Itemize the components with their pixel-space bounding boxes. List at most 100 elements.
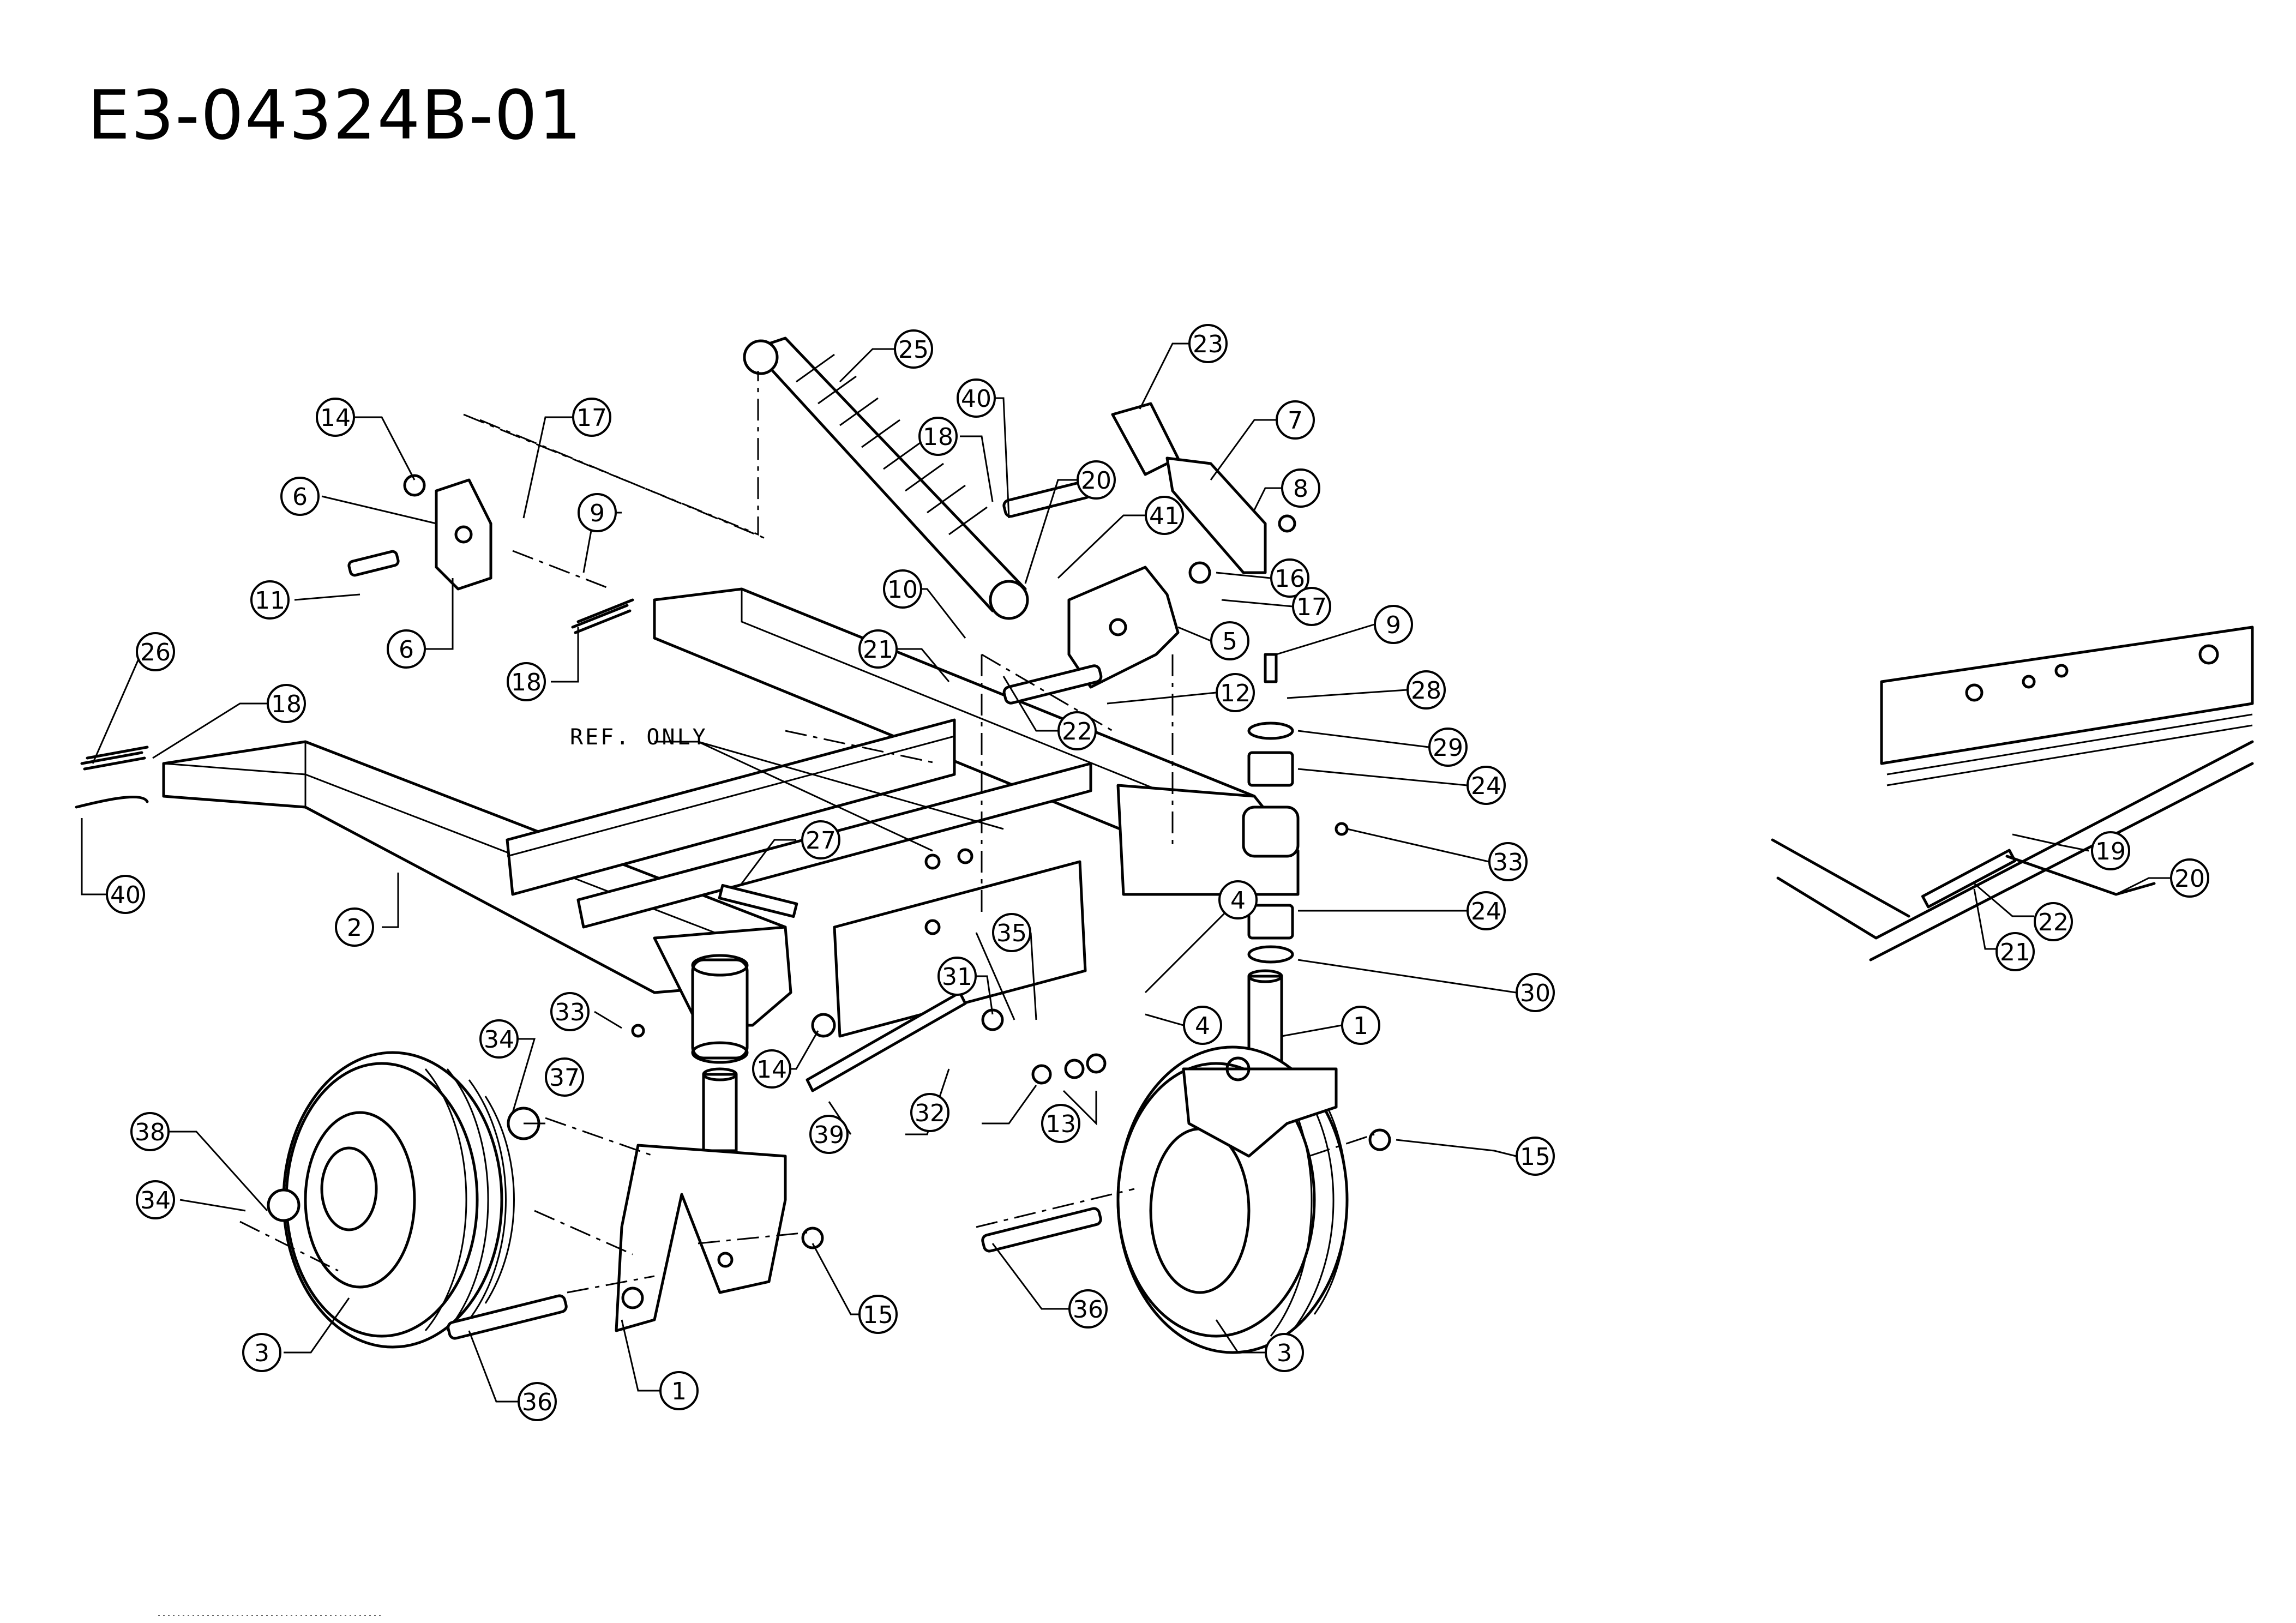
callout-15: 15 bbox=[858, 1295, 898, 1334]
callout-24: 24 bbox=[1466, 766, 1506, 805]
callout-35: 35 bbox=[992, 913, 1031, 952]
right-caster-stack bbox=[1242, 653, 1300, 964]
callout-3: 3 bbox=[242, 1333, 281, 1372]
callout-19: 19 bbox=[2091, 831, 2130, 870]
callout-20: 20 bbox=[1077, 460, 1116, 500]
callout-4-label: 4 bbox=[1230, 887, 1246, 915]
deck-link bbox=[718, 883, 798, 918]
left-caster-fork bbox=[615, 1067, 787, 1332]
callout-33: 33 bbox=[1488, 842, 1528, 881]
callout-21b-label: 21 bbox=[2000, 939, 2030, 966]
callout-36b-label: 36 bbox=[1073, 1296, 1103, 1324]
springs bbox=[80, 598, 634, 771]
callout-36-label: 36 bbox=[522, 1388, 552, 1416]
callout-20b-label: 20 bbox=[2174, 865, 2205, 893]
callout-27-label: 27 bbox=[806, 827, 836, 855]
callout-39: 39 bbox=[809, 1115, 849, 1154]
callout-2-label: 2 bbox=[347, 914, 362, 942]
callout-33b: 33 bbox=[550, 992, 590, 1031]
callout-6: 6 bbox=[280, 477, 320, 516]
callout-24b: 24 bbox=[1466, 891, 1506, 930]
shock-absorber bbox=[743, 336, 1029, 620]
callout-27: 27 bbox=[801, 820, 840, 859]
callout-29-label: 29 bbox=[1433, 734, 1463, 762]
callout-34b-label: 34 bbox=[140, 1187, 171, 1215]
callout-17b-label: 17 bbox=[1296, 593, 1327, 621]
callout-1-label: 1 bbox=[1353, 1012, 1368, 1040]
callout-33-label: 33 bbox=[1493, 849, 1523, 876]
callout-25: 25 bbox=[894, 329, 933, 369]
callout-18b: 18 bbox=[267, 684, 306, 723]
callout-16-label: 16 bbox=[1275, 565, 1305, 593]
callout-24-label: 24 bbox=[1471, 772, 1501, 800]
callout-13-label: 13 bbox=[1045, 1110, 1076, 1138]
callout-5: 5 bbox=[1210, 621, 1249, 660]
callout-9: 9 bbox=[578, 493, 617, 532]
callout-15b: 15 bbox=[1516, 1137, 1555, 1176]
callout-11-label: 11 bbox=[255, 587, 285, 615]
callout-39-label: 39 bbox=[814, 1121, 844, 1149]
left-plate bbox=[435, 478, 492, 591]
callout-3b-label: 3 bbox=[1277, 1339, 1292, 1367]
callout-15b-label: 15 bbox=[1520, 1143, 1550, 1171]
callout-1: 1 bbox=[1341, 1006, 1380, 1045]
callout-23-label: 23 bbox=[1193, 330, 1223, 358]
callout-29: 29 bbox=[1428, 728, 1468, 767]
callouts: 1 4 17 6 9 11 6 18 26 18 40 2 27 25 40 18… bbox=[106, 324, 2209, 1421]
callout-13: 13 bbox=[1041, 1104, 1080, 1143]
callout-36: 36 bbox=[518, 1382, 557, 1421]
callout-41-label: 41 bbox=[1149, 502, 1180, 530]
callout-18-label: 18 bbox=[511, 669, 542, 696]
callout-22-label: 22 bbox=[1062, 718, 1092, 746]
callout-11: 11 bbox=[250, 580, 290, 620]
callout-31-label: 31 bbox=[942, 963, 972, 991]
callout-40-label: 40 bbox=[110, 881, 141, 909]
callout-7-label: 7 bbox=[1288, 407, 1303, 435]
callout-9b-label: 9 bbox=[1386, 611, 1401, 639]
callout-33b-label: 33 bbox=[555, 999, 585, 1026]
callout-34: 34 bbox=[479, 1019, 519, 1059]
callout-17: 17 bbox=[572, 398, 611, 437]
callout-22b-label: 22 bbox=[2038, 909, 2069, 936]
callout-7: 7 bbox=[1276, 400, 1315, 440]
callout-9-label: 9 bbox=[590, 500, 605, 527]
callout-4b-label: 4 bbox=[1195, 1012, 1210, 1040]
callout-12: 12 bbox=[1216, 673, 1255, 712]
ref-only-label: REF. ONLY bbox=[570, 725, 708, 750]
callout-34-label: 34 bbox=[484, 1026, 514, 1054]
callout-21: 21 bbox=[858, 629, 898, 669]
callout-31: 31 bbox=[937, 957, 977, 996]
callout-24b-label: 24 bbox=[1471, 898, 1501, 925]
callout-40b-label: 40 bbox=[961, 385, 991, 413]
callout-41: 41 bbox=[1145, 496, 1184, 535]
callout-22b: 22 bbox=[2034, 902, 2073, 941]
callout-15-label: 15 bbox=[863, 1301, 893, 1329]
callout-6b-label: 6 bbox=[399, 636, 414, 664]
callout-3b: 3 bbox=[1265, 1333, 1304, 1372]
callout-37: 37 bbox=[545, 1057, 584, 1097]
callout-20-label: 20 bbox=[1081, 467, 1111, 495]
callout-17b: 17 bbox=[1292, 587, 1331, 626]
callout-18c: 18 bbox=[918, 417, 958, 456]
callout-26: 26 bbox=[136, 632, 175, 671]
callout-37-label: 37 bbox=[549, 1064, 580, 1092]
callout-35-label: 35 bbox=[996, 919, 1027, 947]
callout-36b: 36 bbox=[1068, 1289, 1108, 1329]
callout-30-label: 30 bbox=[1520, 979, 1550, 1007]
callout-32: 32 bbox=[910, 1093, 949, 1132]
callout-30: 30 bbox=[1516, 973, 1555, 1012]
callout-4: 4 bbox=[1218, 880, 1258, 919]
callout-34b: 34 bbox=[136, 1180, 175, 1219]
callout-20b: 20 bbox=[2170, 858, 2209, 898]
callout-18: 18 bbox=[507, 662, 546, 701]
diagram-title: E3-04324B-01 bbox=[87, 76, 583, 155]
callout-40b: 40 bbox=[957, 378, 996, 418]
left-caster-pivot bbox=[691, 954, 749, 1064]
callout-38: 38 bbox=[130, 1112, 170, 1151]
callout-16: 16 bbox=[1270, 558, 1309, 598]
lift-lever bbox=[1111, 402, 1267, 574]
callout-12-label: 12 bbox=[1220, 680, 1251, 707]
pins-and-bolts bbox=[75, 474, 1391, 1340]
callout-26-label: 26 bbox=[140, 639, 171, 666]
